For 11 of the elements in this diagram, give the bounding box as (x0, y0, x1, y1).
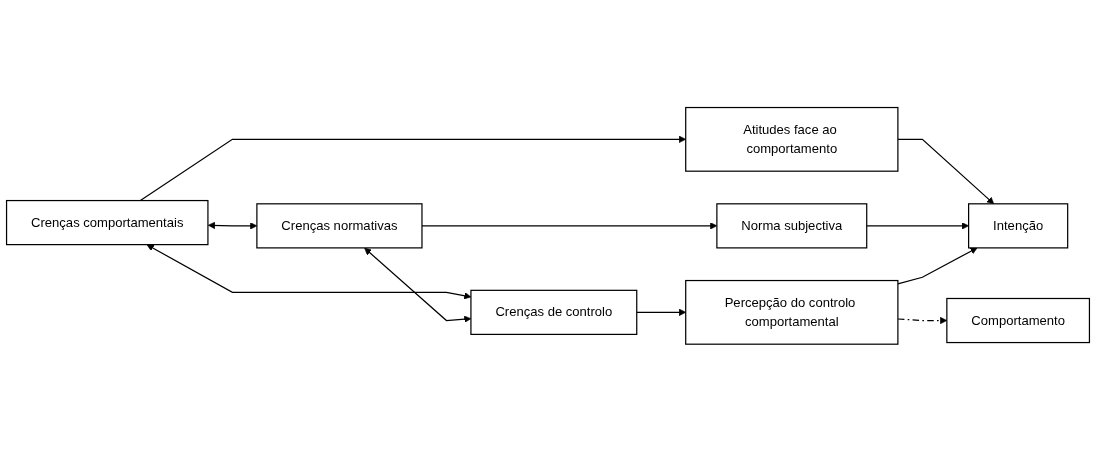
arrow (897, 247, 978, 285)
node-box: Percepção do controlo comportamental (685, 280, 899, 345)
node-box: Norma subjectiva (716, 203, 868, 249)
node-box: Crenças comportamentais (5, 200, 209, 246)
node-box: Intenção (968, 203, 1069, 249)
arrow (866, 222, 969, 230)
node-box: Comportamento (946, 298, 1091, 344)
node-box: Crenças de controlo (470, 289, 638, 336)
node-box: Crenças normativas (256, 203, 423, 249)
node-box: Atitudes face ao comportamento (685, 107, 899, 172)
arrow (897, 138, 995, 205)
